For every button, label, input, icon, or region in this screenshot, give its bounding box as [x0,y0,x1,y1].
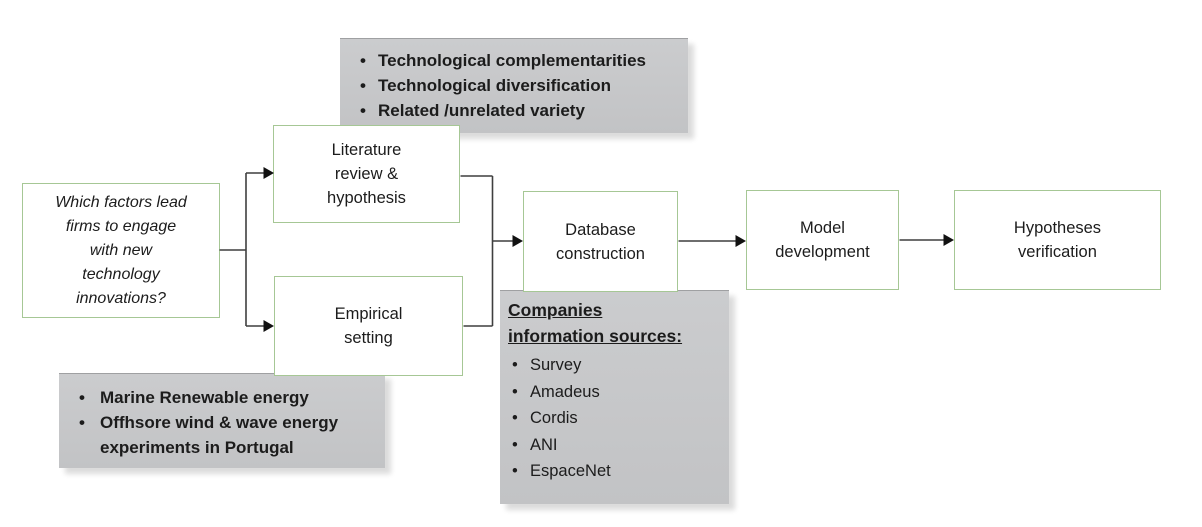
bullet-item: Amadeus [508,379,721,406]
callout-theory-topics: Technological complementarities Technolo… [340,38,688,133]
research-question-text: Which factors lead firms to engage with … [55,193,187,307]
bullet-item: EspaceNet [508,458,721,485]
bullet-item: ANI [508,432,721,459]
data-sources-list: Survey Amadeus Cordis ANI EspaceNet [508,352,721,485]
flow-box-label: Database construction [556,220,645,263]
connector-question-branch [219,167,274,332]
arrowhead-to-hypotheses [943,234,954,246]
research-question-box: Which factors lead firms to engage with … [22,183,220,318]
flow-box-empirical-setting: Empirical setting [274,276,463,376]
bullet-item: Cordis [508,405,721,432]
bullet-item: Technological diversification [340,73,688,98]
bullet-item: Technological complementarities [340,48,688,73]
data-sources-title: Companies information sources: [508,300,683,346]
flow-box-label: Empirical setting [334,305,403,347]
connector-model-to-hypotheses [899,234,954,246]
flow-box-literature-review: Literature review & hypothesis [273,125,460,223]
bullet-item: Marine Renewable energy [59,385,385,410]
bullet-item: Related /unrelated variety [340,98,688,123]
flow-box-model-development: Model development [746,190,899,290]
flow-box-hypotheses-verification: Hypotheses verification [954,190,1161,290]
bullet-item: Offhsore wind & wave energy experiments … [59,410,385,460]
flow-box-label: Hypotheses verification [1013,219,1102,261]
connector-database-to-model [678,235,746,247]
arrowhead-to-empirical [263,320,274,332]
bullet-item: Survey [508,352,721,379]
callout-empirical-topics: Marine Renewable energy Offhsore wind & … [59,373,385,468]
flow-box-database-construction: Database construction [523,191,678,292]
callout-data-sources: Companies information sources: Survey Am… [500,290,729,504]
arrowhead-to-model [735,235,746,247]
arrowhead-to-database [512,235,523,247]
theory-topics-list: Technological complementarities Technolo… [340,48,688,123]
flow-box-label: Literature review & hypothesis [327,141,406,207]
empirical-topics-list: Marine Renewable energy Offhsore wind & … [59,385,385,460]
flow-box-label: Model development [775,219,870,261]
